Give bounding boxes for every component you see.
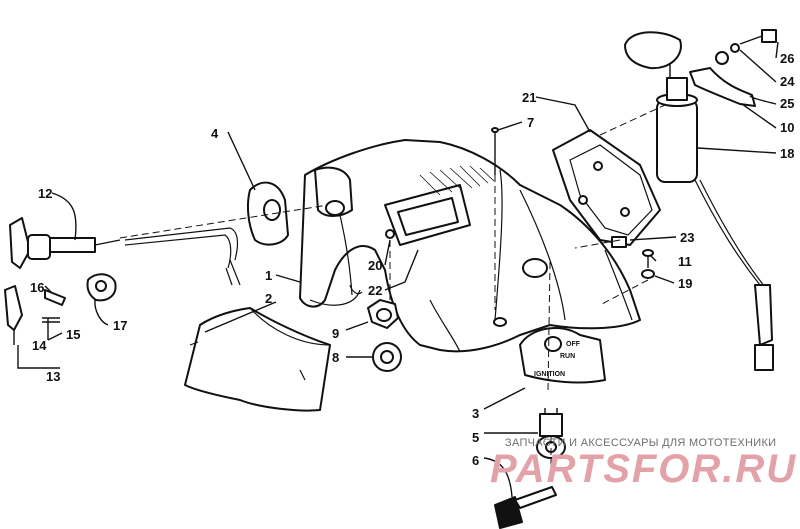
primer-assembly [624,31,774,371]
gasket [246,181,289,246]
ignition-plate: OFF RUN IGNITION [519,327,606,384]
dial-off-label: OFF [566,341,581,348]
callout-24: 24 [780,74,795,89]
callout-10: 10 [780,120,794,135]
console-housing [299,139,641,353]
callout-11: 11 [678,254,692,269]
watermark-tagline: ЗАПЧАСТИ И АКСЕССУАРЫ ДЛЯ МОТОТЕХНИКИ [505,437,776,449]
throttle-control [9,217,241,286]
hatch-area [419,165,495,196]
callout-12: 12 [38,186,52,201]
dial-ignition-label: IGNITION [534,371,565,378]
callout-19: 19 [678,276,692,291]
callout-20: 20 [368,258,382,273]
callout-3: 3 [472,406,479,421]
callout-18: 18 [780,146,794,161]
callout-22: 22 [368,283,382,298]
callout-8: 8 [332,350,339,365]
leader-lines [13,41,779,498]
callout-15: 15 [66,327,80,342]
callout-5: 5 [472,430,479,445]
callout-labels: 1 2 3 4 5 6 7 8 9 10 11 12 13 14 15 16 1… [30,51,795,468]
watermark-brand: PARTSFOR.RU [490,447,797,491]
dial-run-label: RUN [560,353,575,360]
callout-4: 4 [211,126,219,141]
callout-17: 17 [113,318,127,333]
callout-6: 6 [472,453,479,468]
callout-9: 9 [332,326,339,341]
ignition-key [494,486,557,529]
callout-14: 14 [32,338,47,353]
callout-21: 21 [522,90,536,105]
hand-lever-assembly [4,273,117,331]
callout-1: 1 [265,268,272,283]
callout-7: 7 [527,115,534,130]
callout-16: 16 [30,280,44,295]
callout-13: 13 [46,369,60,384]
callout-25: 25 [780,96,794,111]
assembly-lines [119,104,666,470]
callout-2: 2 [265,291,272,306]
mount-bracket [552,129,661,246]
clamp-hardware [689,29,777,107]
watermark: ЗАПЧАСТИ И АКСЕССУАРЫ ДЛЯ МОТОТЕХНИКИ PA… [490,437,797,491]
nut-washer [367,299,402,372]
small-hardware [385,127,655,279]
callout-26: 26 [780,51,794,66]
ignition-switch [536,408,566,459]
callout-23: 23 [680,230,694,245]
lower-cover [184,307,331,412]
